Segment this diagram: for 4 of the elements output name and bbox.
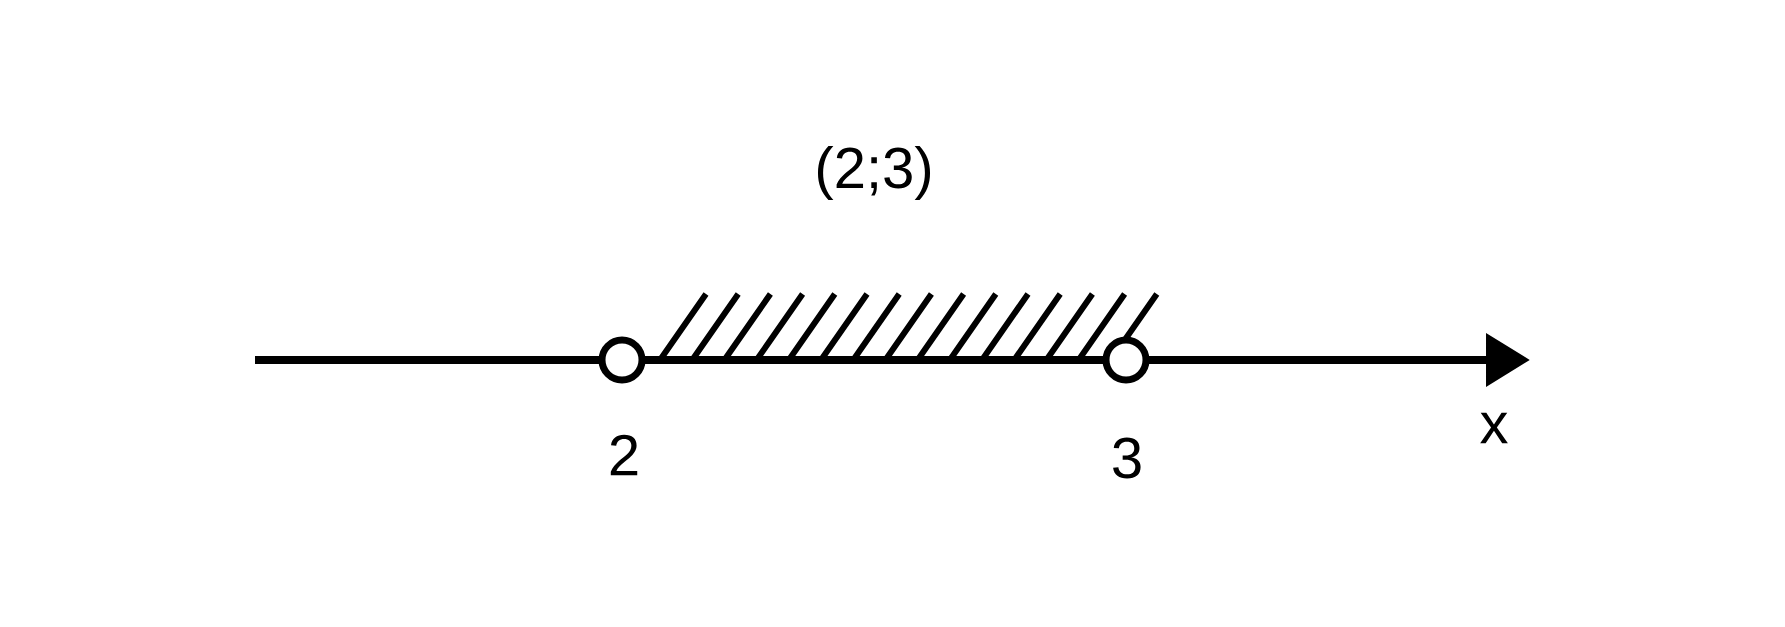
- tick-label: 2: [610, 434, 638, 476]
- axis-label: x: [1480, 412, 1508, 444]
- tick-label: 3: [1113, 437, 1141, 479]
- interval-label: (2;3): [818, 146, 931, 201]
